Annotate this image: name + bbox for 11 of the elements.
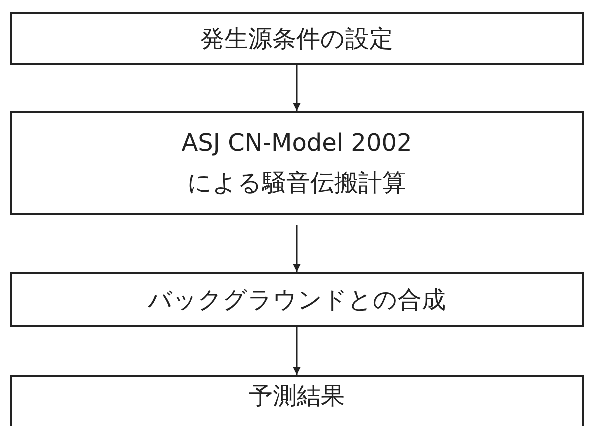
process-box xyxy=(10,272,584,327)
box-label: 発生源条件の設定 xyxy=(200,24,394,54)
arrow xyxy=(293,65,301,111)
box-label: ASJ CN-Model 2002 による騒音伝搬計算 xyxy=(180,128,414,199)
box-label: バックグラウンドとの合成 xyxy=(148,284,446,316)
box-label: 予測結果 xyxy=(249,381,345,412)
process-box xyxy=(10,111,584,215)
arrow xyxy=(293,327,301,375)
arrow xyxy=(293,225,301,272)
process-box xyxy=(10,12,584,65)
process-box xyxy=(10,375,584,426)
